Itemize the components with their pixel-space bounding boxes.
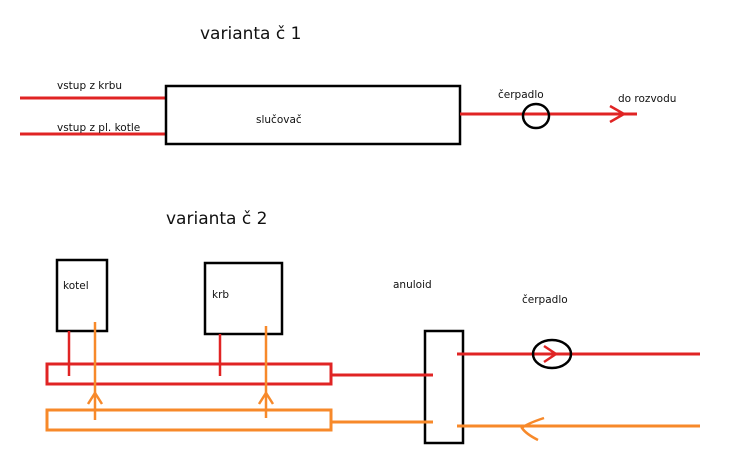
anuloid-box <box>423 329 465 445</box>
variant-2: varianta č 2 kotel krb anuloid čerpadlo <box>45 209 700 445</box>
boiler-box <box>55 258 109 333</box>
variant-1: varianta č 1 vstup z krbu vstup z pl. ko… <box>20 24 676 146</box>
label-mixer: slučovač <box>256 114 302 126</box>
label-pump-2: čerpadlo <box>522 294 568 306</box>
label-input-kotel: vstup z pl. kotle <box>57 122 140 134</box>
return-header <box>45 408 333 432</box>
mixer-box <box>164 84 462 146</box>
arrow-output-icon <box>609 104 627 124</box>
label-pump-1: čerpadlo <box>498 89 544 101</box>
label-anuloid: anuloid <box>393 279 432 291</box>
pump-2-icon <box>531 338 573 370</box>
pump-icon <box>521 102 551 130</box>
label-input-krb: vstup z krbu <box>57 80 122 92</box>
variant-1-title: varianta č 1 <box>200 24 301 44</box>
label-output: do rozvodu <box>618 93 676 105</box>
boiler-return-arrow-icon <box>86 390 104 405</box>
fireplace-return-arrow-icon <box>257 390 275 405</box>
fireplace-box <box>203 261 284 336</box>
pump-2-arrow-icon <box>543 344 559 364</box>
supply-header <box>45 362 333 386</box>
label-fireplace: krb <box>212 289 229 301</box>
label-boiler: kotel <box>63 280 89 292</box>
variant-2-title: varianta č 2 <box>166 209 267 229</box>
return-in-arrow-icon <box>520 416 545 442</box>
